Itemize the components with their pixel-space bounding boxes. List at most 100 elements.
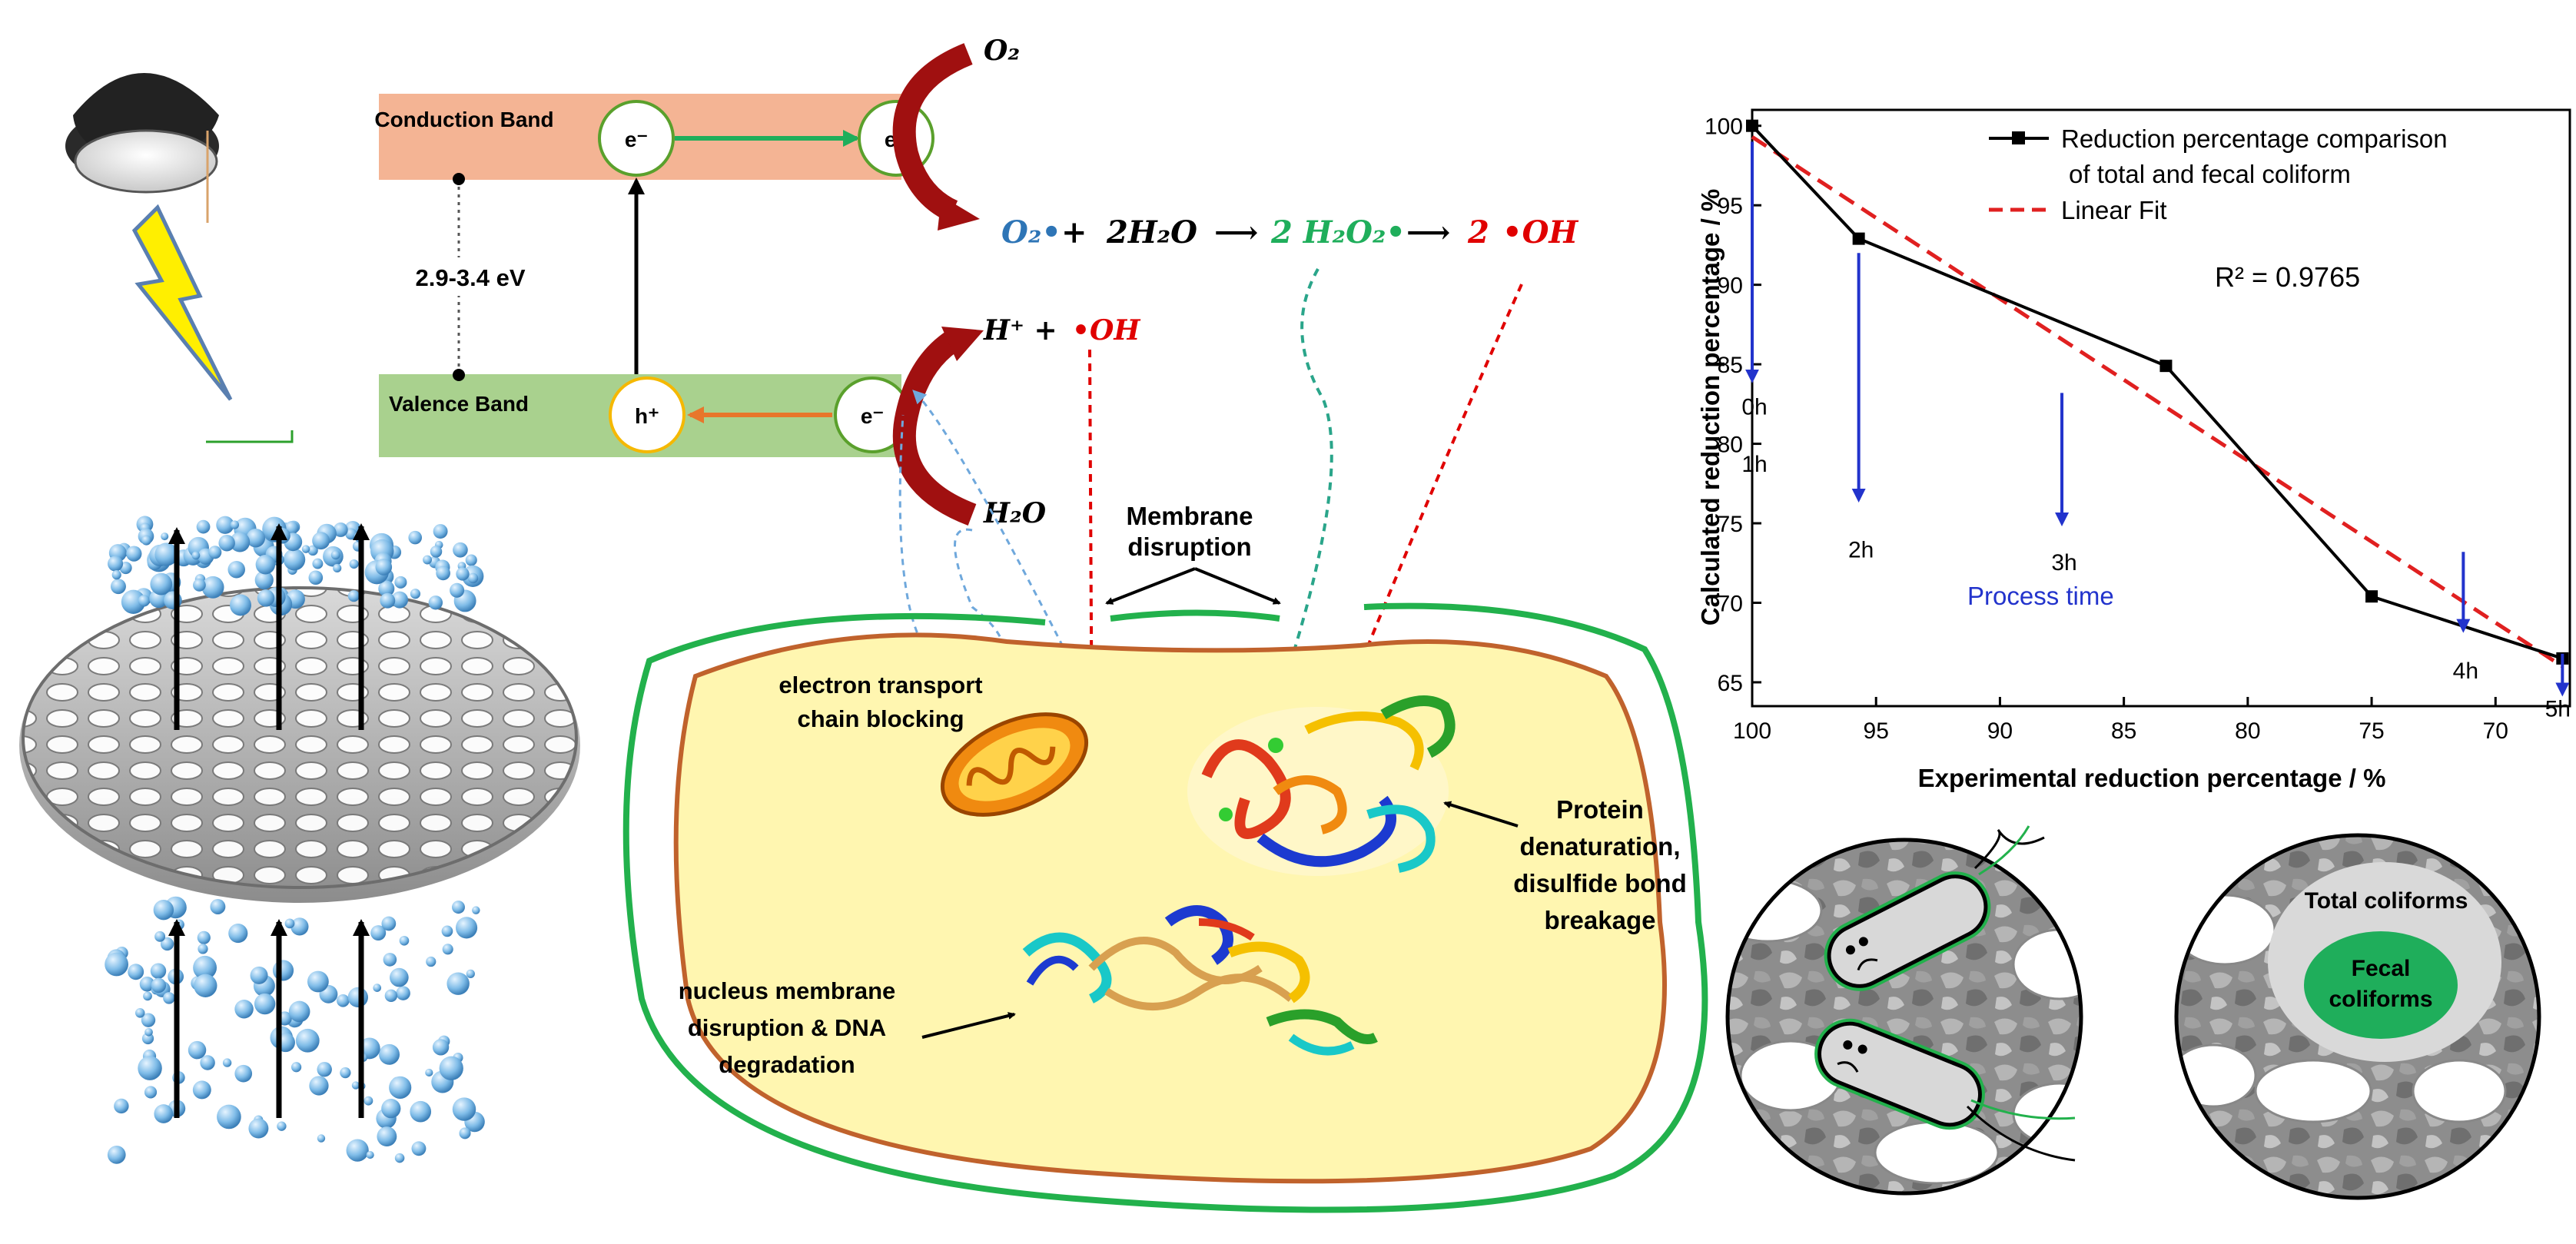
bubble — [254, 570, 274, 590]
bubble — [277, 1121, 287, 1131]
bubble — [347, 590, 360, 602]
y-tick-label: 65 — [1718, 671, 1743, 696]
bubble — [433, 524, 448, 539]
bubble — [228, 924, 248, 944]
bubble — [340, 1067, 351, 1079]
bubble — [377, 1126, 397, 1147]
bubble — [208, 546, 222, 559]
bubble — [196, 519, 211, 534]
bubble — [453, 542, 468, 558]
time-label: 3h — [2051, 550, 2076, 576]
bubble — [111, 579, 126, 595]
bubble — [193, 579, 206, 592]
bubble — [459, 1127, 471, 1140]
x-tick-label: 85 — [2111, 718, 2136, 744]
bubble — [411, 1141, 427, 1156]
lightning-icon — [131, 204, 233, 401]
bubble — [432, 1039, 450, 1056]
bubble — [121, 589, 146, 614]
bubble — [108, 556, 124, 572]
water-flow-arrows — [168, 523, 370, 1118]
y-tick-label: 75 — [1718, 512, 1743, 537]
bubble — [394, 1153, 405, 1163]
bubble — [317, 1134, 326, 1143]
svg-text:2: 2 — [1467, 214, 1489, 250]
bubble — [301, 545, 310, 553]
bubble — [399, 935, 410, 946]
membrane-disruption-arrow-left — [1105, 567, 1196, 605]
band-gap-bottom-dot — [453, 369, 465, 381]
bubble — [257, 589, 275, 607]
bubble — [425, 1068, 433, 1077]
bubble — [188, 1040, 207, 1060]
led-lamp-icon — [65, 73, 219, 223]
bubble — [436, 566, 450, 581]
data-point — [2365, 590, 2378, 603]
bubble — [472, 906, 480, 914]
y-tick-label: 85 — [1718, 353, 1743, 378]
bubble — [347, 987, 368, 1008]
bubble — [390, 967, 409, 987]
bubble — [141, 1013, 156, 1027]
svg-text:+: + — [1061, 214, 1087, 250]
bubble — [288, 1000, 310, 1023]
bubble — [141, 535, 151, 546]
bubble — [466, 969, 475, 978]
bubble — [139, 976, 155, 992]
total-coliforms-label: Total coliforms — [2305, 888, 2468, 914]
bubble — [210, 899, 226, 914]
bubble — [105, 952, 129, 977]
bubble — [151, 977, 167, 994]
bubble — [410, 1100, 432, 1123]
protein-denaturation-arrow — [1443, 801, 1519, 828]
y-tick-label: 95 — [1718, 194, 1743, 219]
bubble — [423, 555, 432, 565]
bubble — [143, 991, 152, 1001]
x-tick-label: 100 — [1733, 718, 1771, 744]
band-gap-label: 2.9-3.4 eV — [415, 264, 525, 291]
bubble — [160, 937, 174, 951]
bubble — [250, 966, 268, 984]
bubble — [144, 1086, 158, 1099]
bubble — [154, 931, 166, 942]
bubble — [194, 974, 217, 997]
cell-membrane-gap-line — [1110, 609, 1280, 622]
bubble — [455, 917, 478, 939]
svg-text:⟶: ⟶ — [1214, 214, 1258, 250]
bubble — [351, 1081, 360, 1090]
svg-text:2H₂O: 2H₂O — [1106, 214, 1197, 250]
bubble — [381, 1099, 401, 1119]
bubble — [389, 1076, 412, 1099]
bubble — [312, 558, 324, 569]
etc-ros-arrow — [912, 390, 1070, 658]
time-label: 4h — [2453, 658, 2478, 684]
band-gap-label-bg — [400, 257, 546, 296]
bubble — [217, 1104, 241, 1130]
bubble — [192, 1080, 211, 1100]
bubble — [307, 545, 318, 556]
time-label: 2h — [1848, 538, 1874, 563]
cell-outer-membrane — [622, 602, 1708, 1213]
svg-text:e⁻: e⁻ — [625, 128, 648, 151]
h2o2-dashed-arrow — [1275, 268, 1333, 702]
bubble — [161, 532, 169, 541]
bubble — [381, 916, 397, 931]
bubble — [333, 563, 342, 573]
oh-to-nucleus-dashed-arrow — [1085, 349, 1100, 910]
bubble — [254, 993, 276, 1015]
bubble — [383, 953, 397, 967]
bubble — [465, 554, 477, 566]
bubble — [201, 576, 224, 599]
svg-text:O₂•: O₂• — [1001, 214, 1061, 250]
dna-protein-complex-icon — [1022, 905, 1378, 1056]
bubble — [197, 931, 211, 944]
bubble — [380, 592, 396, 609]
bubble — [346, 1139, 369, 1162]
oh-radical-label: •OH — [1072, 314, 1140, 347]
bubble — [375, 559, 393, 576]
bubble — [446, 972, 470, 995]
